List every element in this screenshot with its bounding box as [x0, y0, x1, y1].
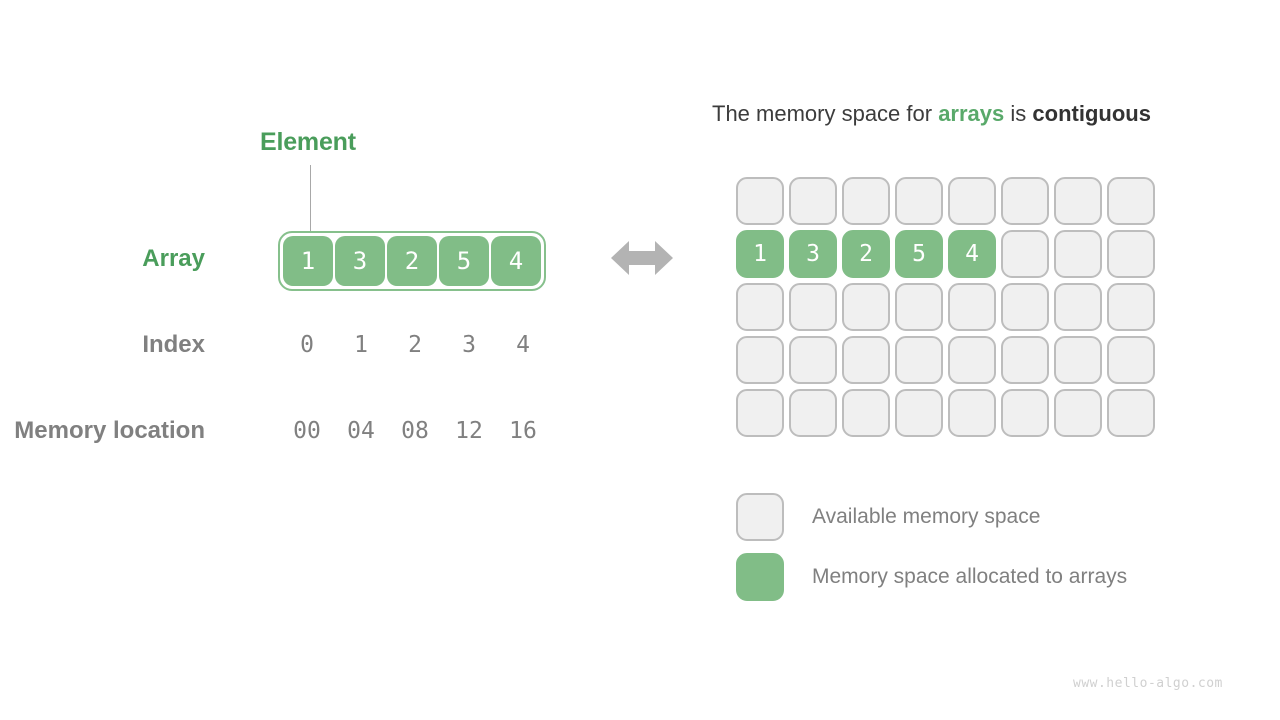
memory-cell-empty: [789, 177, 837, 225]
memory-cell-empty: [736, 283, 784, 331]
array-cell: 5: [439, 236, 489, 286]
memory-cell-empty: [1001, 389, 1049, 437]
memory-value: 00: [293, 418, 321, 444]
legend: Available memory space Memory space allo…: [736, 493, 1127, 613]
legend-item: Memory space allocated to arrays: [736, 553, 1127, 601]
memory-value: 08: [401, 418, 429, 444]
memory-value: 12: [455, 418, 483, 444]
memory-cell-empty: [1054, 283, 1102, 331]
memory-cell-empty: [895, 336, 943, 384]
legend-item: Available memory space: [736, 493, 1127, 541]
memory-location-row-label: Memory location: [14, 417, 205, 444]
index-value: 3: [462, 332, 476, 358]
memory-cell-empty: [948, 283, 996, 331]
memory-cell-empty: [1107, 230, 1155, 278]
array-cell: 3: [335, 236, 385, 286]
array-row-label: Array: [142, 245, 205, 272]
index-value: 0: [300, 332, 314, 358]
memory-cell-empty: [1054, 389, 1102, 437]
memory-cell-allocated: 5: [895, 230, 943, 278]
page-title: The memory space for arrays is contiguou…: [712, 101, 1151, 127]
title-highlight-arrays: arrays: [938, 101, 1005, 126]
memory-cell-empty: [1054, 230, 1102, 278]
title-text-part1: The memory space for: [712, 101, 939, 126]
element-callout-connector-line: [310, 165, 311, 237]
memory-cell-empty: [1001, 283, 1049, 331]
memory-cell-empty: [789, 336, 837, 384]
memory-cell-empty: [736, 336, 784, 384]
legend-label: Memory space allocated to arrays: [812, 565, 1128, 588]
memory-cell-allocated: 4: [948, 230, 996, 278]
memory-value: 04: [347, 418, 375, 444]
memory-cell-allocated: 3: [789, 230, 837, 278]
element-callout-label: Element: [260, 128, 356, 156]
memory-value: 16: [509, 418, 537, 444]
watermark: www.hello-algo.com: [1073, 676, 1223, 691]
memory-cell-empty: [789, 389, 837, 437]
memory-cell-empty: [895, 177, 943, 225]
memory-cell-empty: [948, 389, 996, 437]
memory-cell-empty: [895, 283, 943, 331]
memory-grid: 1 3 2 5 4: [736, 177, 1155, 437]
memory-cell-empty: [842, 177, 890, 225]
memory-cell-empty: [1107, 177, 1155, 225]
index-row-label: Index: [142, 331, 205, 358]
index-value: 2: [408, 332, 422, 358]
memory-cell-empty: [736, 389, 784, 437]
memory-values-row: 00 04 08 12 16: [281, 418, 549, 444]
memory-cell-empty: [1001, 230, 1049, 278]
index-value: 4: [516, 332, 530, 358]
array-cell: 4: [491, 236, 541, 286]
memory-cell-empty: [736, 177, 784, 225]
memory-cell-allocated: 1: [736, 230, 784, 278]
legend-swatch-available-icon: [736, 493, 784, 541]
title-highlight-contiguous: contiguous: [1032, 101, 1151, 126]
array-container: 1 3 2 5 4: [278, 231, 546, 291]
memory-cell-empty: [948, 336, 996, 384]
memory-cell-empty: [1054, 177, 1102, 225]
memory-cell-empty: [1107, 283, 1155, 331]
memory-cell-empty: [1107, 389, 1155, 437]
index-value: 1: [354, 332, 368, 358]
legend-swatch-allocated-icon: [736, 553, 784, 601]
legend-label: Available memory space: [812, 505, 1041, 528]
double-headed-arrow-icon: [611, 241, 673, 275]
memory-cell-allocated: 2: [842, 230, 890, 278]
memory-cell-empty: [948, 177, 996, 225]
memory-cell-empty: [1107, 336, 1155, 384]
memory-cell-empty: [842, 389, 890, 437]
memory-cell-empty: [1001, 177, 1049, 225]
array-cell: 1: [283, 236, 333, 286]
memory-cell-empty: [789, 283, 837, 331]
memory-cell-empty: [1001, 336, 1049, 384]
memory-cell-empty: [1054, 336, 1102, 384]
title-text-part2: is: [1004, 101, 1033, 126]
index-values-row: 0 1 2 3 4: [281, 332, 549, 358]
memory-cell-empty: [895, 389, 943, 437]
array-cell: 2: [387, 236, 437, 286]
memory-cell-empty: [842, 283, 890, 331]
memory-cell-empty: [842, 336, 890, 384]
